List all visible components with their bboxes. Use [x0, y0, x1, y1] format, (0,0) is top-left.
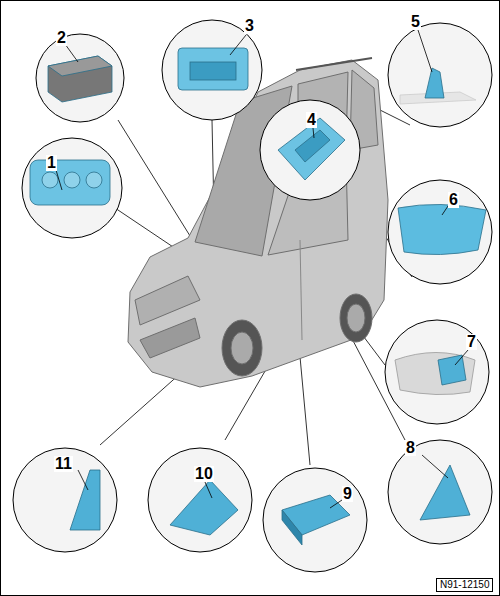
callout-number: 8 [405, 440, 416, 456]
callout-number: 10 [194, 466, 214, 482]
callout-number: 4 [306, 112, 317, 128]
callout-number: 1 [46, 155, 57, 171]
figure-number: N91-12150 [436, 578, 493, 592]
callout-number: 3 [244, 18, 255, 34]
callout-number: 9 [342, 486, 353, 502]
callout-number: 7 [466, 334, 477, 350]
callout-number: 11 [54, 456, 73, 472]
callout-number: 5 [410, 14, 421, 30]
callout-number: 6 [448, 192, 459, 208]
callout-number: 2 [56, 30, 67, 46]
